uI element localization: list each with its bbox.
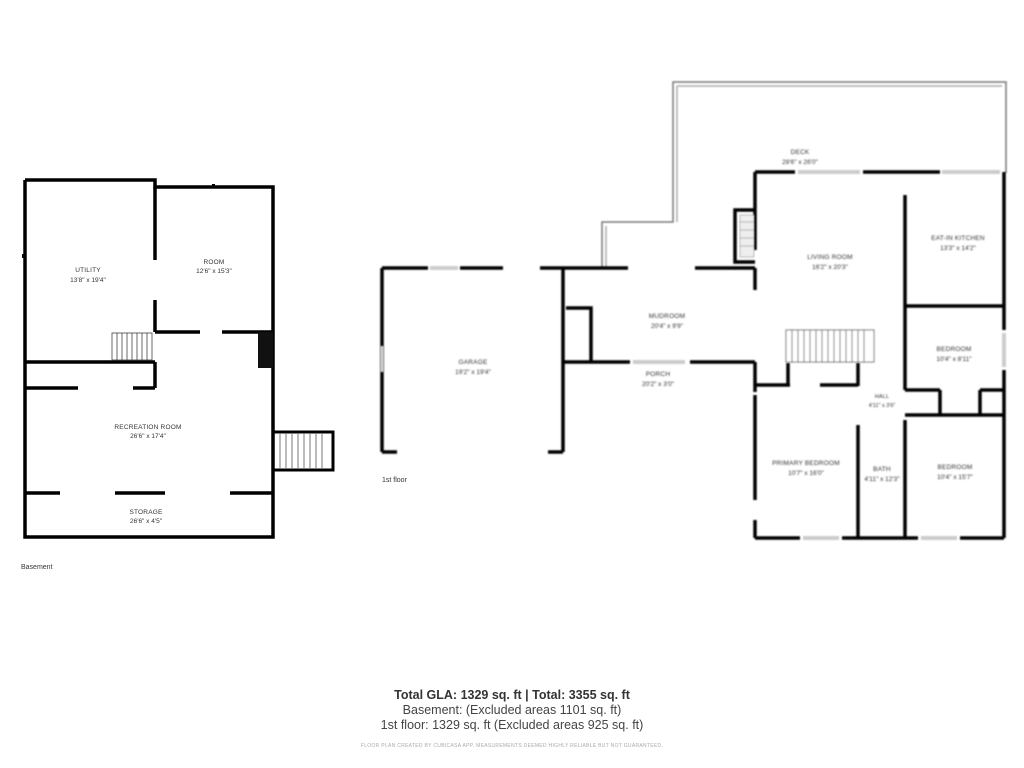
room-dims-storage: 26'6" x 4'5" bbox=[130, 518, 163, 525]
room-name-bath: BATH bbox=[873, 466, 891, 473]
first-floor-plan: GARAGE 19'2" x 19'4" MUDROOM 20'4" x 9'9… bbox=[380, 81, 1007, 540]
room-name-mudroom: MUDROOM bbox=[649, 313, 685, 320]
room-dims-bedroom-2: 10'4" x 15'7" bbox=[937, 474, 973, 481]
room-dims-garage: 19'2" x 19'4" bbox=[455, 369, 491, 376]
room-name-porch: PORCH bbox=[646, 371, 671, 378]
room-dims-utility: 13'8" x 19'4" bbox=[70, 277, 106, 284]
room-name-primary: PRIMARY BEDROOM bbox=[772, 460, 840, 467]
room-name-room: ROOM bbox=[203, 259, 224, 266]
room-dims-mudroom: 20'4" x 9'9" bbox=[651, 323, 684, 330]
room-dims-bedroom-1: 10'4" x 8'11" bbox=[936, 356, 972, 363]
floor-label-first: 1st floor bbox=[382, 477, 407, 484]
summary-first-floor: 1st floor: 1329 sq. ft (Excluded areas 9… bbox=[380, 718, 644, 732]
room-dims-recreation: 26'6" x 17'4" bbox=[130, 433, 166, 440]
room-name-garage: GARAGE bbox=[458, 359, 487, 366]
room-name-bedroom-2: BEDROOM bbox=[938, 464, 973, 471]
disclaimer: FLOOR PLAN CREATED BY CUBICASA APP. MEAS… bbox=[360, 743, 664, 749]
summary-total: Total GLA: 1329 sq. ft | Total: 3355 sq.… bbox=[394, 688, 630, 702]
room-name-bedroom-1: BEDROOM bbox=[937, 346, 972, 353]
room-dims-room: 12'6" x 15'3" bbox=[196, 268, 232, 275]
floor-label-basement: Basement bbox=[21, 564, 53, 571]
room-name-deck: DECK bbox=[791, 149, 810, 156]
room-name-kitchen: EAT-IN KITCHEN bbox=[931, 235, 985, 242]
room-name-utility: UTILITY bbox=[75, 267, 101, 274]
summary-basement: Basement: (Excluded areas 1101 sq. ft) bbox=[402, 703, 622, 717]
room-dims-hall: 4'11" x 3'6" bbox=[869, 403, 896, 409]
room-dims-bath: 4'11" x 12'3" bbox=[864, 476, 900, 483]
room-dims-porch: 20'2" x 3'0" bbox=[642, 381, 675, 388]
room-dims-living: 16'2" x 20'3" bbox=[812, 264, 848, 271]
room-name-hall: HALL bbox=[875, 394, 890, 400]
room-dims-deck: 28'6" x 26'0" bbox=[782, 159, 818, 166]
room-dims-kitchen: 13'3" x 14'2" bbox=[940, 245, 976, 252]
basement-plan: UTILITY 13'8" x 19'4" ROOM 12'6" x 15'3"… bbox=[22, 178, 335, 539]
room-dims-primary: 10'7" x 16'0" bbox=[788, 470, 824, 477]
room-name-storage: STORAGE bbox=[129, 509, 163, 516]
room-name-recreation: RECREATION ROOM bbox=[114, 424, 181, 431]
room-name-living: LIVING ROOM bbox=[807, 254, 853, 261]
